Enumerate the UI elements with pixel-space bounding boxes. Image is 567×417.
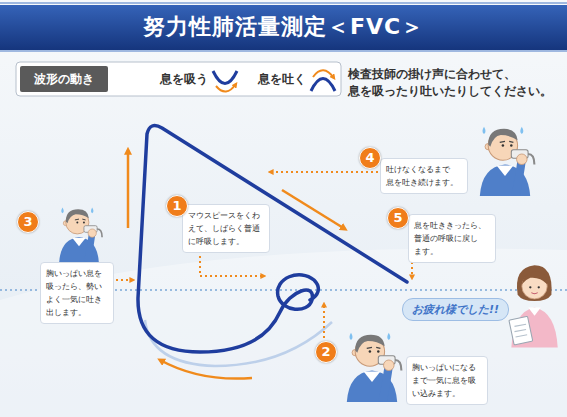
wave-sample-line — [213, 71, 237, 84]
legend-frame — [16, 62, 341, 96]
wave-sample-arrow — [216, 84, 236, 92]
background-band — [0, 249, 567, 417]
direction-arrow — [127, 150, 130, 228]
direction-arrow — [282, 190, 345, 229]
speech-bubble: お疲れ様でした!! — [402, 298, 509, 321]
callout-number: 4 — [359, 147, 381, 169]
legend-text: 息を吸う — [160, 71, 208, 88]
step-text: マウスピースをくわ えて、しばらく普通 に呼吸します。 — [188, 209, 264, 248]
bubble-text: お疲れ様でした!! — [412, 302, 499, 317]
step-text: 胸いっぱい息を 吸ったら、勢い よく一気に吐き 出します。 — [46, 267, 108, 319]
wave-sample-arrow — [313, 70, 334, 78]
spirometry-curve — [138, 126, 407, 352]
step-text: 息を吐ききったら、 普通の呼吸に戻し ます。 — [414, 219, 490, 258]
step-text: 吐けなくなるまで 息を吐き続けます。 — [386, 163, 462, 189]
patient-figure — [59, 208, 102, 262]
instruction-text: 検査技師の掛け声に合わせて、 息を吸ったり吐いたりしてください。 — [348, 66, 560, 100]
legend-heading: 波形の動き — [20, 66, 108, 92]
banner-stripe — [0, 2, 567, 4]
pale-trace — [145, 320, 332, 366]
wave-sample-line — [311, 79, 335, 92]
pointer-arrow — [200, 251, 264, 276]
callout-number: 5 — [387, 207, 409, 229]
step-box: 1マウスピースをくわ えて、しばらく普通 に呼吸します。 — [182, 204, 270, 253]
step-box: 5息を吐ききったら、 普通の呼吸に戻し ます。 — [408, 214, 496, 263]
direction-arrow — [160, 360, 252, 379]
callout-number: 2 — [315, 341, 337, 363]
pointer-arrow — [411, 262, 413, 278]
callout-number: 3 — [17, 211, 39, 233]
pointer-arrow — [116, 279, 133, 281]
patient-figure — [347, 333, 402, 402]
legend-text: 息を吐く — [258, 71, 306, 88]
technician-figure — [509, 265, 558, 347]
wave-sample — [210, 66, 240, 96]
patient-figure — [480, 127, 535, 196]
pointer-arrow — [270, 171, 378, 173]
step-text: 胸いっぱいになる まで一気に息を吸 い込みます。 — [412, 361, 482, 400]
step-box: 3胸いっぱい息を 吸ったら、勢い よく一気に吐き 出します。 — [40, 262, 114, 324]
step-box: 2胸いっぱいになる まで一気に息を吸 い込みます。 — [406, 356, 488, 405]
title-banner — [0, 5, 567, 50]
title-text: 努力性肺活量測定＜FVC＞ — [0, 6, 567, 48]
pointer-arrow — [323, 304, 325, 338]
callout-number: 1 — [166, 195, 188, 217]
banner-stripe — [0, 50, 567, 52]
step-box: 4吐けなくなるまで 息を吐き続けます。 — [380, 158, 468, 194]
wave-sample — [308, 66, 338, 96]
